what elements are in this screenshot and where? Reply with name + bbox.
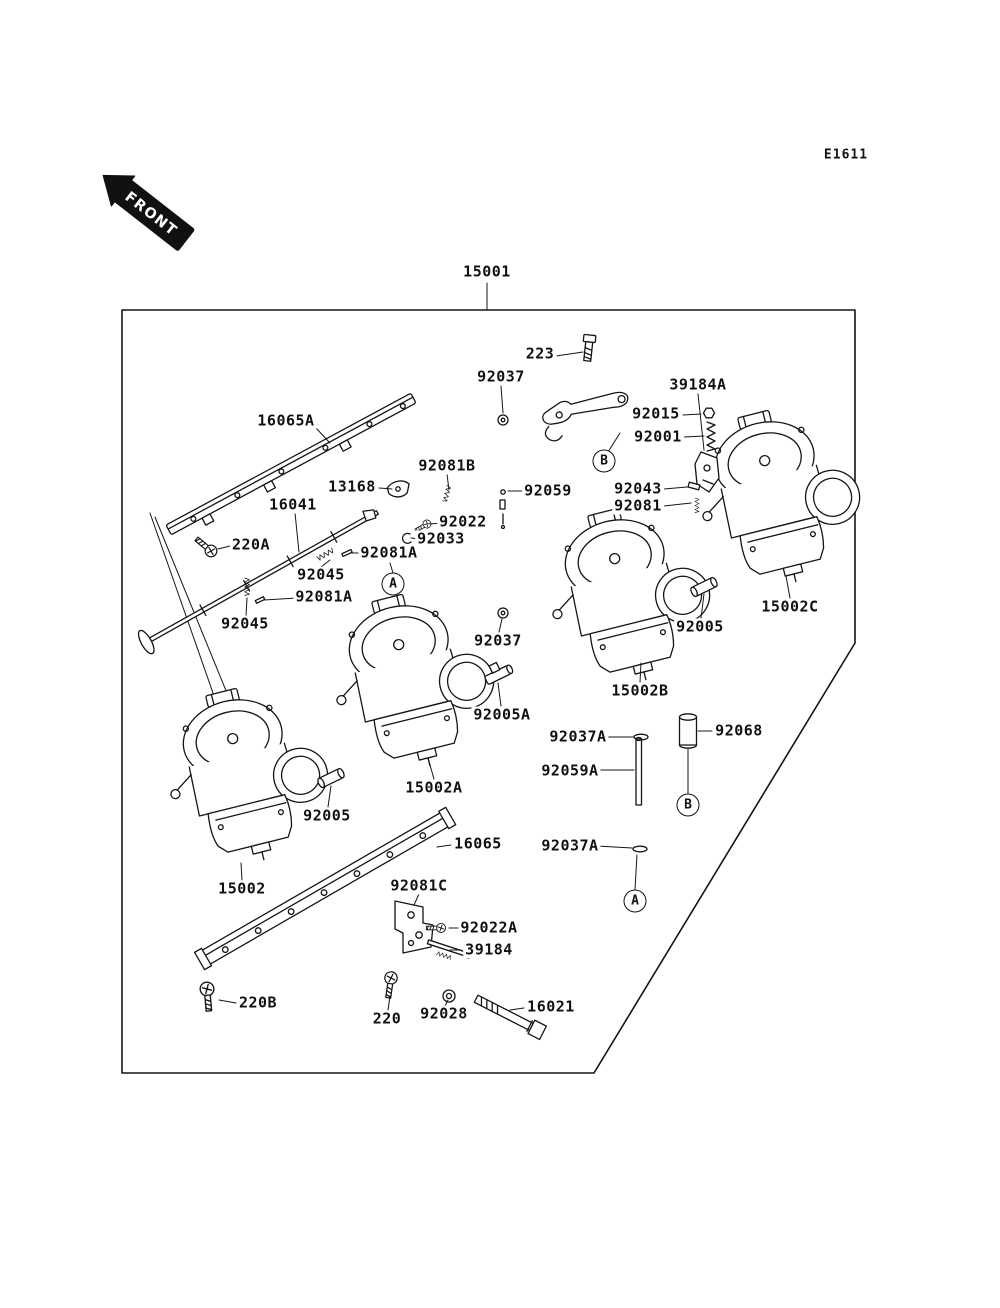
part-label-92081b: 92081B [416,456,478,475]
mounting-rail-16065a [166,393,416,535]
screw-220a [192,533,220,560]
part-label-220a: 220A [229,535,273,554]
part-label-92005a: 92005A [471,705,533,724]
callout-a-1: A [381,572,405,596]
bolt-16021 [473,994,548,1041]
spring-92045-1 [316,547,335,562]
callout-b-1: B [592,449,616,473]
screw-220 [381,970,399,1000]
part-label-92033: 92033 [415,529,467,548]
part-label-92081c: 92081C [388,876,450,895]
part-label-15002c: 15002C [759,597,821,616]
part-label-92059: 92059 [522,481,574,500]
part-label-92001: 92001 [632,427,684,446]
part-label-16041: 16041 [267,495,319,514]
spring-92081 [694,497,700,513]
collar-92068 [678,713,698,749]
callout-a-2: A [623,889,647,913]
tube-92059a [635,736,643,806]
pin-92081a-1 [341,548,353,558]
ering-92037-mid [497,607,509,619]
part-label-92045-2: 92045 [219,614,271,633]
carburetor-15002 [149,671,346,879]
part-label-220b: 220B [236,993,280,1012]
part-label-15002a: 15002A [403,778,465,797]
part-label-16021: 16021 [525,997,577,1016]
part-label-13168: 13168 [326,477,378,496]
part-label-92043: 92043 [612,479,664,498]
spring-92081b [442,485,452,503]
washer-92028 [442,989,456,1003]
part-label-223: 223 [523,344,557,363]
bracket-92081c [394,900,434,954]
part-label-92045-1: 92045 [295,565,347,584]
part-label-92037a-2: 92037A [539,836,601,855]
part-label-92081: 92081 [612,496,664,515]
screw-220b [198,980,217,1013]
mounting-rail-16065 [193,806,457,971]
part-label-92081a-2: 92081A [293,587,355,606]
part-label-92005-left: 92005 [301,806,353,825]
spring-92001 [706,421,716,452]
nut-92015 [702,407,716,419]
part-label-15002: 15002 [216,879,268,898]
part-label-92028: 92028 [418,1004,470,1023]
bracket-39184a [694,451,720,493]
carburetor-15002a [315,577,512,785]
part-label-92005-right: 92005 [674,617,726,636]
pilot-parts-92059 [499,489,506,530]
lever-13168 [386,480,410,498]
doc-code: E1611 [821,147,871,163]
part-label-92081a-1: 92081A [358,543,420,562]
part-label-92037-top: 92037 [475,367,527,386]
part-label-92037a-1: 92037A [547,727,609,746]
part-label-39184: 39184 [463,940,515,959]
part-label-92068: 92068 [713,721,765,740]
linkage-lever [542,391,629,442]
pin-92081a-2 [254,596,266,604]
front-arrow: FRONT [102,174,195,251]
part-label-220: 220 [370,1009,404,1028]
part-label-16065a: 16065A [255,411,317,430]
bolt-223 [582,333,597,362]
part-label-39184a: 39184A [667,375,729,394]
pin-92043 [687,481,701,491]
part-label-92059a: 92059A [539,761,601,780]
part-label-15002b: 15002B [609,681,671,700]
throttle-shaft-16041 [137,509,379,655]
part-label-92022a: 92022A [458,918,520,937]
carburetor-15002c [681,393,878,601]
callout-b-2: B [676,793,700,817]
part-label-16065: 16065 [452,834,504,853]
ering-92037-top [497,414,509,426]
border-outline [121,309,856,1074]
ring-92037a-2 [632,845,648,853]
part-label-92015: 92015 [630,404,682,423]
part-label-92037-mid: 92037 [472,631,524,650]
part-label-92022: 92022 [437,512,489,531]
clip-92033 [401,532,412,545]
fitting-92005a [484,661,514,685]
part-label-15001: 15001 [461,262,513,281]
